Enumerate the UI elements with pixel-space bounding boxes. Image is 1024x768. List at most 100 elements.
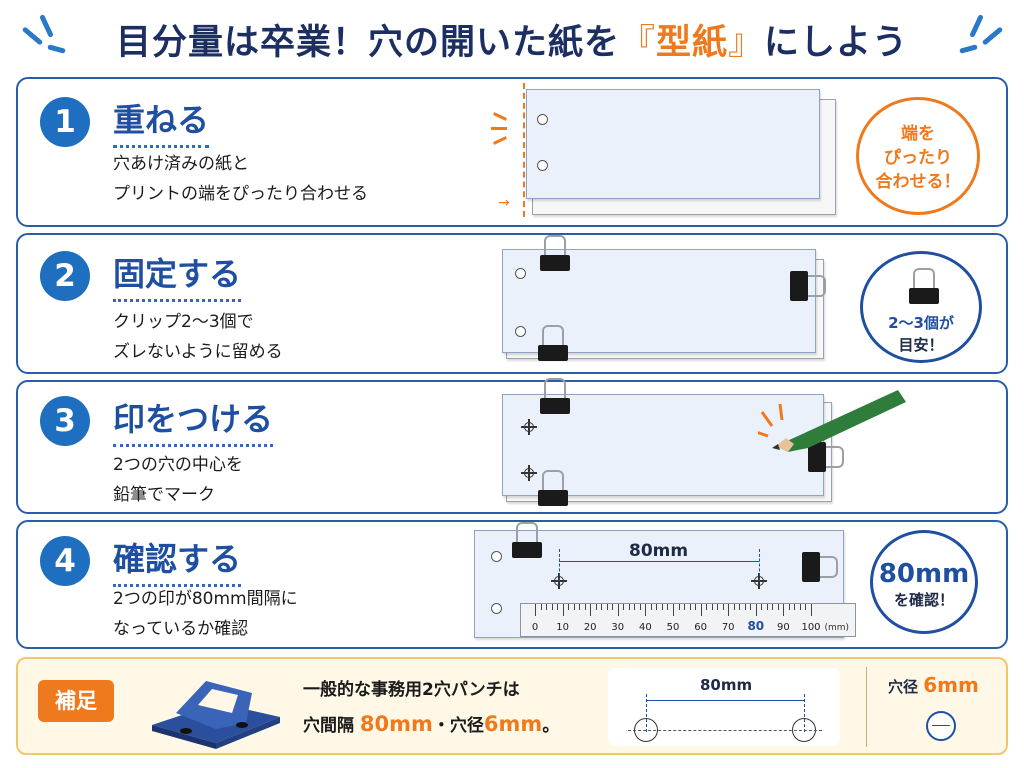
ruler-label: 40 [639,622,652,633]
ruler-tick [799,604,801,610]
hole-diameter-info: 穴径 6mm [888,673,998,743]
step-3-panel: 3 印をつける 2つの穴の中心を 鉛筆でマーク [16,378,1008,514]
ruler-tick [601,604,603,610]
ruler-tick [639,604,641,610]
binder-clip-icon [540,235,570,271]
punched-sheet [526,89,820,199]
binder-clip-icon [540,378,570,414]
ruler-tick [540,604,542,610]
step-title: 固定する [113,249,242,302]
hole-diameter-icon [926,711,956,741]
ruler-label: 90 [777,622,790,633]
ruler-tick [634,604,636,610]
step-description: 穴あけ済みの紙と プリントの端をぴったり合わせる [113,154,368,204]
attention-mark-icon [491,112,513,145]
step-title: 確認する [113,534,242,587]
ruler-tick [535,604,536,616]
step-1-panel: 1 重ねる 穴あけ済みの紙と プリントの端をぴったり合わせる → 端を ぴったり… [16,77,1008,227]
spacing-label: 80mm [700,676,753,694]
hole [515,268,526,279]
ruler-tick [761,604,763,610]
ruler-tick [584,604,586,610]
ruler-tick [673,604,674,616]
step-description: クリップ2〜3個で ズレないように留める [113,312,283,362]
step-description: 2つの穴の中心を 鉛筆でマーク [113,455,243,505]
ruler-label: 10 [556,622,569,633]
ruler-label: 0 [531,622,539,633]
hole [491,551,502,562]
step-number: 3 [40,396,90,446]
alignment-line [523,83,525,217]
ruler-tick [766,604,768,610]
ruler-tick [695,604,697,610]
binder-clip-icon [538,470,568,506]
binder-clip-icon [538,325,568,361]
ruler-tick [562,604,564,616]
ruler-tick [645,604,647,616]
step-title: 印をつける [113,394,274,447]
divider [866,667,867,747]
measure-guide [759,549,760,581]
ruler-tick [546,604,548,610]
supplement-text: 一般的な事務用2穴パンチは 穴間隔 80mm・穴径6mm。 [303,680,560,736]
ruler-tick [811,604,812,616]
ruler-tick [551,604,553,610]
binder-clip-icon [808,442,844,472]
ruler-tick [772,604,774,610]
ruler-unit: (mm) [824,623,849,633]
ruler-tick [590,604,592,616]
tip-bubble: 80mm を確認！ [870,530,978,634]
ruler-tick [623,604,625,610]
ruler-tick [722,604,724,610]
ruler-tick [728,604,730,616]
ruler-tick [783,604,785,616]
ruler-label: 20 [583,622,597,633]
measure-arrow [559,561,759,562]
ruler-tick [733,604,735,610]
ruler-tick [684,604,686,610]
spacing-guide [646,694,647,732]
centerline [628,730,822,731]
supplement-badge: 補足 [38,680,114,722]
spacing-guide [804,694,805,732]
binder-clip-icon [790,271,826,301]
binder-clip-icon [802,552,838,582]
crosshair-mark-icon [521,419,537,435]
ruler-tick [717,604,719,610]
ruler-label: 60 [694,622,707,633]
step-2-panel: 2 固定する クリップ2〜3個で ズレないように留める 2〜3個が 目安！ [16,233,1008,374]
ruler-tick [706,604,708,610]
crosshair-mark-icon [521,465,537,481]
tip-bubble: 2〜3個が 目安！ [860,251,982,363]
measure-label: 80mm [625,541,693,561]
ruler-label: 80 [747,619,765,633]
ruler-tick [777,604,779,610]
ruler-tick [711,604,713,610]
ruler-tick [744,604,746,610]
hole [515,326,526,337]
ruler-label: 30 [611,622,625,633]
hole [537,114,548,125]
ruler-tick [689,604,691,610]
ruler-label: 70 [721,622,735,633]
ruler-tick [661,604,663,610]
step-number: 2 [40,251,90,301]
spacing-arrow [646,700,804,701]
ruler-tick [794,604,796,610]
ruler-tick [628,604,630,610]
ruler-tick [667,604,669,610]
measure-guide [559,549,560,581]
ruler-tick [579,604,581,610]
step-4-panel: 4 確認する 2つの印が80mm間隔に なっているか確認 80mm 80mm を… [16,520,1008,649]
step-number: 4 [40,536,90,586]
step-description: 2つの印が80mm間隔に なっているか確認 [113,589,298,639]
ruler-label: 100 [801,622,821,633]
page-title: 目分量は卒業！穴の開いた紙を『型紙』にしよう [115,23,909,63]
ruler-tick [557,604,559,610]
ruler-tick [739,604,741,610]
ruler-tick [700,604,702,616]
ruler-tick [573,604,575,610]
ruler-tick [606,604,608,610]
pencil-icon [758,390,906,452]
